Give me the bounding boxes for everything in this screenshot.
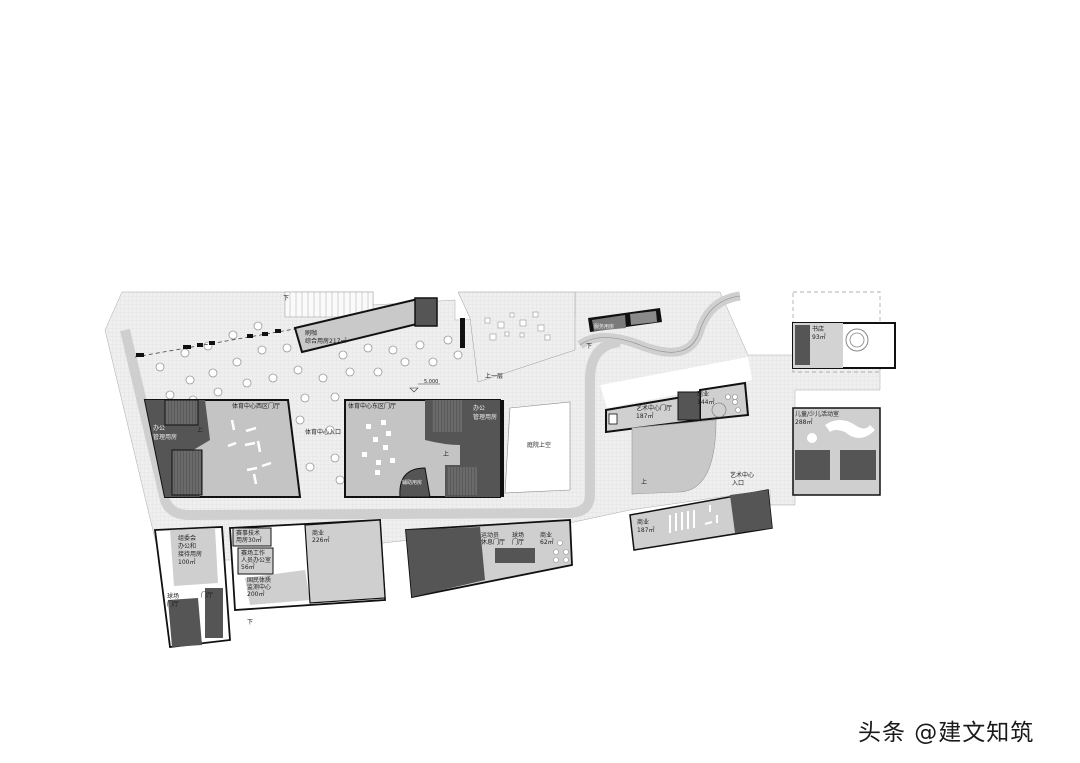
label-bookstore-1: 书店 (812, 325, 824, 333)
perimeter-walkway (120, 328, 621, 521)
label-sports-east-hall: 体育中心东区门厅 (348, 402, 396, 410)
label-commerce-226-1: 商业 (312, 529, 324, 537)
label-office-west-1: 办公 (153, 424, 165, 432)
southwest-wing (153, 519, 386, 648)
label-tech-1: 赛事技术 (236, 529, 260, 537)
label-office-east-1: 办公 (473, 404, 485, 412)
east-wing (792, 291, 896, 496)
label-up-ramp: 上一层 (485, 372, 503, 380)
label-office-east-2: 管理用房 (473, 413, 497, 421)
label-staff-2: 人员办公室 (241, 556, 271, 564)
label-athlete-2: 休息门厅 (481, 538, 505, 546)
svg-text:5.000: 5.000 (424, 379, 438, 385)
watermark: 头条 @建文知筑 (858, 720, 1035, 746)
label-staff-3: 56㎡ (241, 563, 255, 571)
label-fitness-1: 国民体质 (247, 576, 271, 584)
label-sports-entrance: 体育中心入口 (305, 428, 341, 436)
label-down-3: 下 (247, 619, 253, 626)
label-art-entrance-2: 入口 (732, 480, 744, 487)
label-children-1: 儿童/少儿活动室 (795, 410, 839, 418)
label-aux-room: 辅助用房 (402, 479, 422, 486)
kiosk-building (588, 308, 662, 332)
label-up-art: 上 (641, 478, 647, 486)
label-committee-2: 办公和 (178, 542, 196, 550)
sports-west-hall (143, 399, 302, 498)
label-down-2: 下 (586, 343, 592, 350)
label-commerce-144-2: 144㎡ (697, 398, 714, 406)
label-fitness-2: 监测中心 (247, 583, 271, 591)
art-center (605, 381, 750, 495)
label-down-1: 下 (283, 295, 289, 302)
label-court-lobby-2: 门厅 (512, 538, 524, 546)
art-roof-void (600, 357, 752, 408)
elevation-mark: 5.000 (409, 379, 440, 393)
label-tech-2: 用房30㎡ (236, 536, 262, 544)
label-committee-1: 组委会 (178, 534, 196, 542)
label-court-lobby-w-2: 门厅 (167, 600, 179, 608)
label-committee-4: 100㎡ (178, 558, 195, 566)
label-commerce-144-1: 商业 (697, 390, 709, 398)
label-art-hall-1: 艺术中心门厅 (636, 404, 672, 412)
label-committee-3: 接待用房 (178, 550, 202, 558)
multipurpose-building (293, 297, 438, 354)
label-up-west: 上 (197, 426, 203, 434)
label-sports-west-hall: 体育中心西区门厅 (232, 402, 280, 410)
label-art-hall-2: 187㎡ (636, 412, 653, 420)
label-up-east: 上 (443, 450, 449, 458)
tree-planters (155, 321, 463, 485)
sports-east-hall (344, 399, 501, 498)
label-office-west-2: 管理用房 (153, 433, 177, 441)
label-multipurpose: 综合用房217㎡ (305, 337, 346, 345)
label-art-entrance-1: 艺术中心 (730, 471, 754, 479)
label-kiosk: 服务用房 (594, 323, 614, 330)
label-commerce-62-2: 62㎡ (540, 538, 554, 546)
label-courtyard-void: 庭院上空 (527, 441, 551, 449)
label-bookstore-2: 93㎡ (812, 333, 826, 341)
label-fitness-3: 200㎡ (247, 590, 264, 598)
label-dining: 刷咖 (305, 329, 317, 337)
south-central-block (405, 519, 573, 599)
north-court (457, 291, 576, 383)
label-commerce-226-2: 226㎡ (312, 536, 329, 544)
label-door-hall: 门厅 (201, 591, 213, 599)
label-athlete-1: 运动员 (481, 531, 499, 539)
label-commerce-187-1: 商业 (637, 518, 649, 526)
label-court-lobby-w-1: 球场 (167, 592, 179, 600)
commerce-187 (629, 489, 773, 551)
label-commerce-62-1: 商业 (540, 531, 552, 539)
label-staff-1: 赛场工作 (241, 549, 265, 557)
courtyard-void (500, 400, 571, 497)
label-commerce-187-2: 187㎡ (637, 526, 654, 534)
label-court-lobby-1: 球场 (512, 531, 524, 539)
label-children-2: 288㎡ (795, 418, 812, 426)
